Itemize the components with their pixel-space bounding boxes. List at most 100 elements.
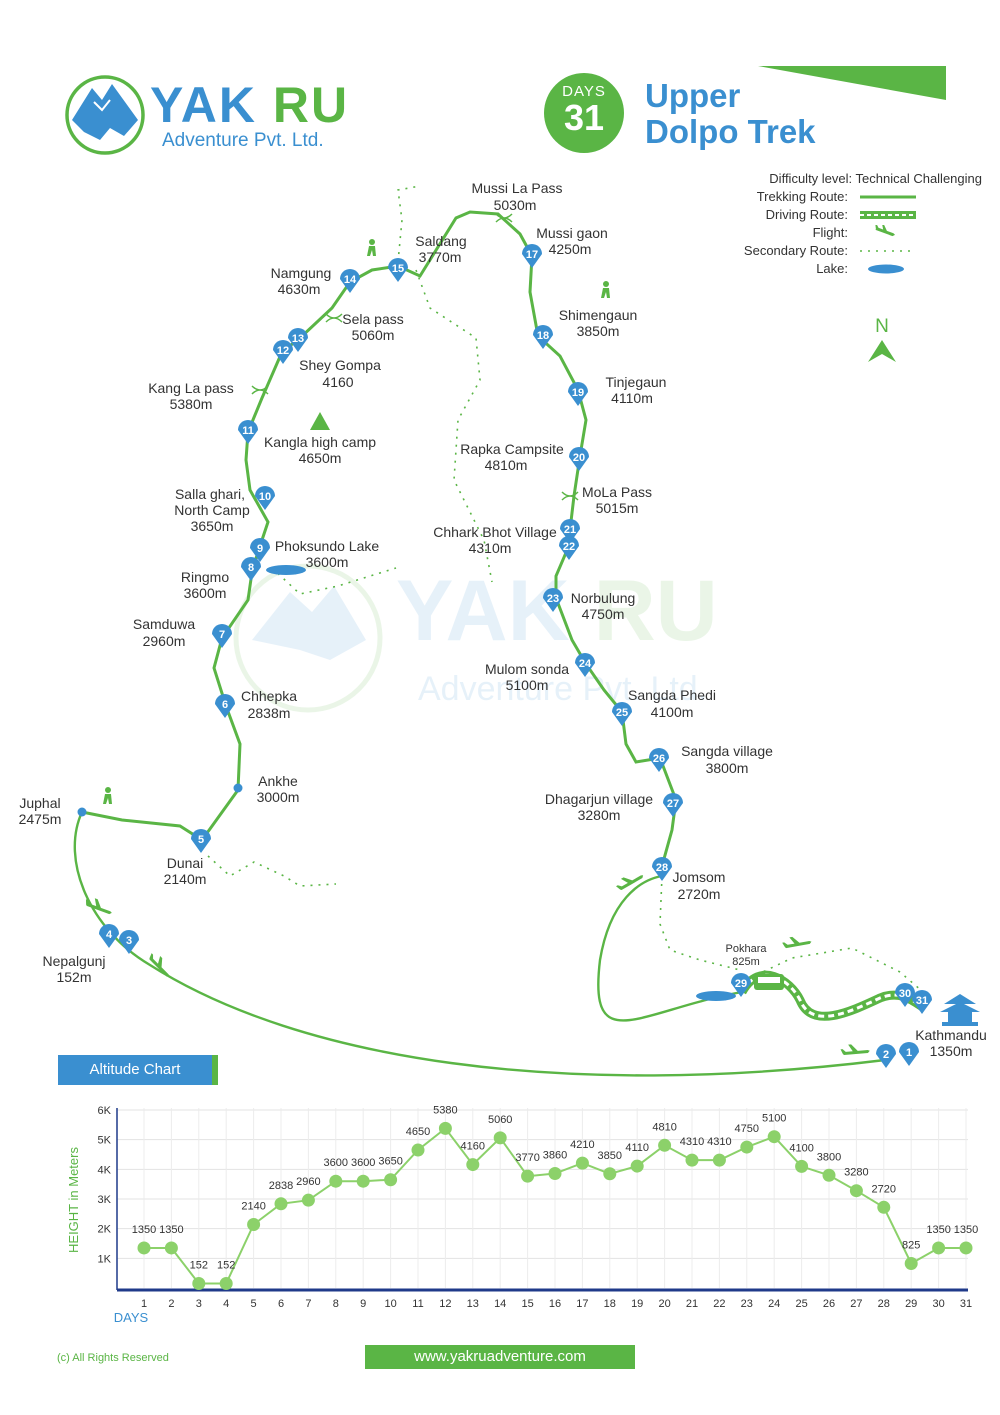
altitude-point bbox=[493, 1131, 507, 1145]
x-tick-label: 1 bbox=[141, 1298, 147, 1310]
x-tick-label: 3 bbox=[196, 1298, 202, 1310]
svg-text:10: 10 bbox=[259, 491, 271, 503]
x-tick-label: 8 bbox=[333, 1298, 339, 1310]
svg-text:2838m: 2838m bbox=[248, 705, 291, 721]
marker-day-4: 4 bbox=[99, 924, 119, 948]
marker-day-20: 20 bbox=[569, 447, 589, 471]
altitude-data-label: 3650 bbox=[378, 1156, 402, 1168]
legend-secondary-route: Secondary Route: bbox=[720, 243, 990, 261]
trek-title-line2: Dolpo Trek bbox=[645, 113, 816, 150]
altitude-point bbox=[521, 1169, 535, 1183]
svg-text:5030m: 5030m bbox=[494, 197, 537, 213]
x-tick-label: 13 bbox=[467, 1298, 479, 1310]
altitude-point bbox=[438, 1121, 452, 1135]
altitude-point bbox=[767, 1130, 781, 1144]
altitude-point bbox=[959, 1241, 973, 1255]
x-tick-label: 2 bbox=[168, 1298, 174, 1310]
svg-text:4110m: 4110m bbox=[611, 390, 653, 406]
y-tick-label: 6K bbox=[98, 1105, 112, 1117]
map-legend: Difficulty level: Technical Challenging … bbox=[720, 171, 990, 279]
altitude-data-label: 3800 bbox=[817, 1151, 841, 1163]
chart-y-label: HEIGHT in Meters bbox=[66, 1147, 81, 1253]
svg-text:2960m: 2960m bbox=[143, 633, 186, 649]
marker-day-12: 12 bbox=[273, 340, 293, 364]
altitude-point bbox=[548, 1166, 562, 1180]
altitude-point bbox=[904, 1257, 918, 1271]
svg-text:25: 25 bbox=[616, 707, 628, 719]
svg-text:3800m: 3800m bbox=[706, 760, 749, 776]
svg-text:4310m: 4310m bbox=[469, 540, 512, 556]
svg-text:5015m: 5015m bbox=[596, 500, 639, 516]
altitude-point bbox=[795, 1159, 809, 1173]
brand-name-ru: RU bbox=[272, 77, 350, 133]
trekker-icons bbox=[103, 239, 610, 804]
altitude-point bbox=[329, 1174, 343, 1188]
svg-text:Namgung: Namgung bbox=[271, 265, 332, 281]
x-tick-label: 21 bbox=[686, 1298, 698, 1310]
svg-text:30: 30 bbox=[899, 988, 911, 1000]
marker-day-3: 3 bbox=[119, 930, 139, 954]
y-tick-label: 3K bbox=[98, 1194, 112, 1206]
altitude-data-label: 2838 bbox=[269, 1180, 293, 1192]
bus-icon bbox=[754, 974, 784, 990]
flight-route bbox=[73, 811, 886, 1077]
altitude-data-label: 3860 bbox=[543, 1149, 567, 1161]
website-link[interactable]: www.yakruadventure.com bbox=[365, 1345, 635, 1369]
x-tick-label: 10 bbox=[384, 1298, 396, 1310]
svg-text:26: 26 bbox=[653, 753, 665, 765]
svg-text:Mussi La Pass: Mussi La Pass bbox=[471, 180, 562, 196]
marker-day-23: 23 bbox=[543, 588, 563, 612]
svg-text:Phoksundo Lake: Phoksundo Lake bbox=[275, 538, 380, 554]
plane-icons bbox=[85, 875, 870, 1056]
svg-text:17: 17 bbox=[526, 249, 538, 261]
altitude-data-label: 5380 bbox=[433, 1104, 457, 1116]
marker-day-10: 10 bbox=[255, 486, 275, 510]
altitude-point bbox=[411, 1143, 425, 1157]
altitude-point bbox=[822, 1168, 836, 1182]
temple-icon bbox=[940, 994, 980, 1026]
x-tick-label: 28 bbox=[878, 1298, 890, 1310]
x-tick-label: 12 bbox=[439, 1298, 451, 1310]
altitude-data-label: 1350 bbox=[159, 1224, 183, 1236]
brand-name: YAK RU bbox=[150, 76, 349, 134]
svg-text:Juphal: Juphal bbox=[19, 795, 60, 811]
altitude-point bbox=[356, 1174, 370, 1188]
svg-text:2: 2 bbox=[883, 1049, 889, 1061]
x-tick-label: 22 bbox=[713, 1298, 725, 1310]
altitude-data-label: 4310 bbox=[680, 1136, 704, 1148]
x-tick-label: 6 bbox=[278, 1298, 284, 1310]
flight-route-pokhara bbox=[597, 874, 743, 1022]
x-tick-label: 29 bbox=[905, 1298, 917, 1310]
svg-text:1350m: 1350m bbox=[930, 1043, 973, 1059]
svg-text:Samduwa: Samduwa bbox=[133, 616, 195, 632]
altitude-point bbox=[219, 1276, 233, 1290]
altitude-data-label: 2720 bbox=[872, 1183, 896, 1195]
svg-text:Dunai: Dunai bbox=[167, 855, 204, 871]
altitude-data-label: 3770 bbox=[515, 1152, 539, 1164]
svg-text:Tinjegaun: Tinjegaun bbox=[606, 374, 667, 390]
trek-title: Upper Dolpo Trek bbox=[645, 78, 865, 150]
svg-text:Kangla high camp: Kangla high camp bbox=[264, 434, 376, 450]
x-tick-label: 11 bbox=[412, 1298, 423, 1310]
y-tick-label: 5K bbox=[98, 1135, 112, 1147]
altitude-point bbox=[658, 1138, 672, 1152]
altitude-data-label: 5060 bbox=[488, 1114, 512, 1126]
svg-text:Saldang: Saldang bbox=[415, 233, 466, 249]
x-tick-label: 24 bbox=[768, 1298, 780, 1310]
svg-text:21: 21 bbox=[564, 524, 576, 536]
svg-text:1: 1 bbox=[906, 1047, 912, 1059]
